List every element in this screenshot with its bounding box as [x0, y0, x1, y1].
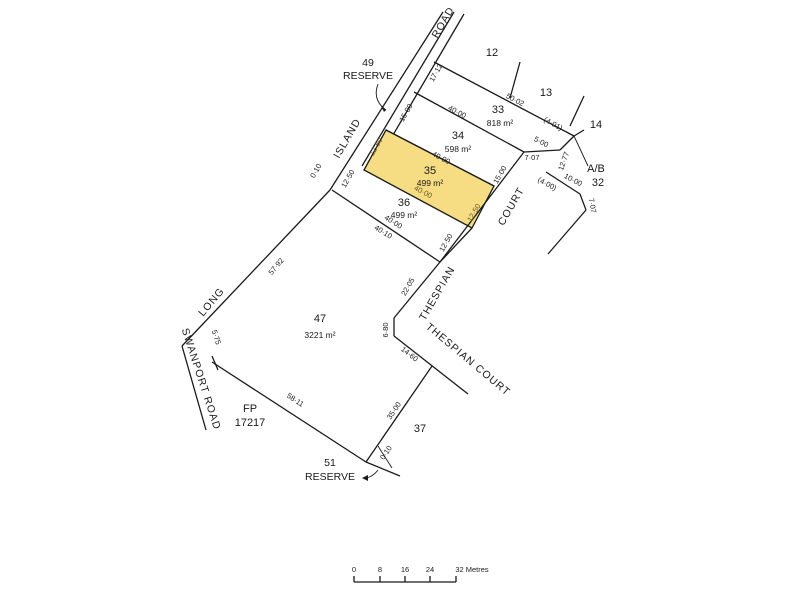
lot-32-label: 32 — [592, 177, 604, 189]
reserve-51-tick — [377, 445, 393, 469]
dim-12-77: 12·77 — [556, 151, 571, 172]
reserve-49-arrowhead — [380, 104, 386, 112]
dim-40-10: 40·10 — [373, 223, 394, 241]
dim-7-07b: 7·07 — [587, 197, 598, 213]
lot-12-label: 12 — [486, 47, 498, 59]
street-thespian-court: THESPIAN COURT — [423, 321, 512, 399]
lot-47-area: 3221 m² — [304, 330, 335, 340]
lot-12-boundary — [433, 61, 575, 137]
street-island: ISLAND — [331, 116, 363, 160]
road-boundary-mid — [361, 11, 455, 167]
dim-6-80: 6·80 — [381, 322, 390, 337]
dim-14-60: 14·60 — [399, 345, 420, 364]
ab-line — [573, 135, 589, 167]
reserve-51-line — [365, 461, 401, 477]
scale-label-24: 24 — [426, 565, 434, 574]
court-opposite-c — [547, 209, 587, 255]
scale-label-0: 0 — [352, 565, 356, 574]
reserve-49-word: RESERVE — [343, 70, 393, 82]
court-opposite-b — [579, 193, 587, 211]
lot-36-south-boundary — [331, 189, 441, 263]
dim-15-00a: 15·00 — [397, 102, 414, 123]
dim-35-00: 35·00 — [385, 400, 403, 421]
dim-0-10a: 0·10 — [308, 162, 323, 180]
swanport-road-boundary-b — [211, 355, 219, 371]
dim-58-11: 58·11 — [285, 391, 306, 409]
court-corner-a — [573, 129, 585, 137]
lot-14-label: 14 — [590, 119, 602, 131]
lot-13-boundary — [509, 61, 521, 99]
dim-7-07a: 7·07 — [524, 153, 539, 162]
swanport-road-boundary-a — [181, 345, 207, 431]
dim-57-92: 57·92 — [266, 256, 285, 276]
dim-17-12: 17·12 — [427, 62, 444, 83]
scale-label-16: 16 — [401, 565, 409, 574]
lot-36-label: 36 — [398, 197, 410, 209]
reserve-51-word: RESERVE — [305, 471, 355, 483]
long-road-frontage — [181, 189, 331, 347]
lot-34-area: 598 m² — [445, 144, 472, 154]
scale-label-32: 32 Metres — [455, 565, 489, 574]
dim-10-00: 10·00 — [563, 171, 584, 188]
lot-34-label: 34 — [452, 130, 464, 142]
road-boundary-inner — [329, 11, 444, 191]
fp-label: FP — [243, 403, 257, 415]
lot-35-label: 35 — [424, 165, 436, 177]
scale-label-8: 8 — [378, 565, 382, 574]
lot-35-area: 499 m² — [417, 178, 444, 188]
reserve-51-number: 51 — [324, 457, 336, 469]
lot-33-area: 818 m² — [487, 118, 514, 128]
street-court: COURT — [496, 185, 527, 227]
dim-50-02: 50·02 — [505, 91, 526, 108]
reserve-49-number: 49 — [362, 57, 374, 69]
court-bend-a — [523, 149, 561, 153]
court-frontage — [439, 151, 525, 263]
lot-47-south-boundary — [211, 361, 367, 463]
lot-36-east-boundary — [439, 227, 473, 263]
lot-33-south-boundary — [413, 91, 525, 153]
lot-33-label: 33 — [492, 104, 504, 116]
lot-13-label: 13 — [540, 87, 552, 99]
lot-47-east-boundary-a — [393, 261, 441, 319]
dim-4-01: (4·01) — [542, 115, 564, 133]
court-bend-b — [559, 135, 575, 151]
lot-ab-label: A/B — [587, 163, 605, 175]
reserve-51-arrowhead — [362, 475, 368, 481]
dim-5-75: 5·75 — [210, 329, 223, 346]
street-thespian: THESPIAN — [417, 264, 458, 322]
fp-number: 17217 — [235, 417, 266, 429]
lot-47-east-boundary-c — [393, 335, 469, 395]
lot-47-label: 47 — [314, 313, 326, 325]
street-road: ROAD — [430, 5, 458, 41]
lot-14-boundary — [569, 95, 585, 127]
court-opposite — [545, 171, 581, 195]
dim-5-00: 5·00 — [532, 134, 549, 149]
dim-40-00a: 40·00 — [447, 103, 468, 120]
lot-36-area: 499 m² — [391, 210, 418, 220]
scale-bar: 0 8 16 24 32 Metres — [352, 565, 489, 583]
lot-37-label: 37 — [414, 423, 426, 435]
dim-0-10b: 0·10 — [378, 444, 394, 461]
lot-47-east-boundary-d — [365, 365, 433, 463]
